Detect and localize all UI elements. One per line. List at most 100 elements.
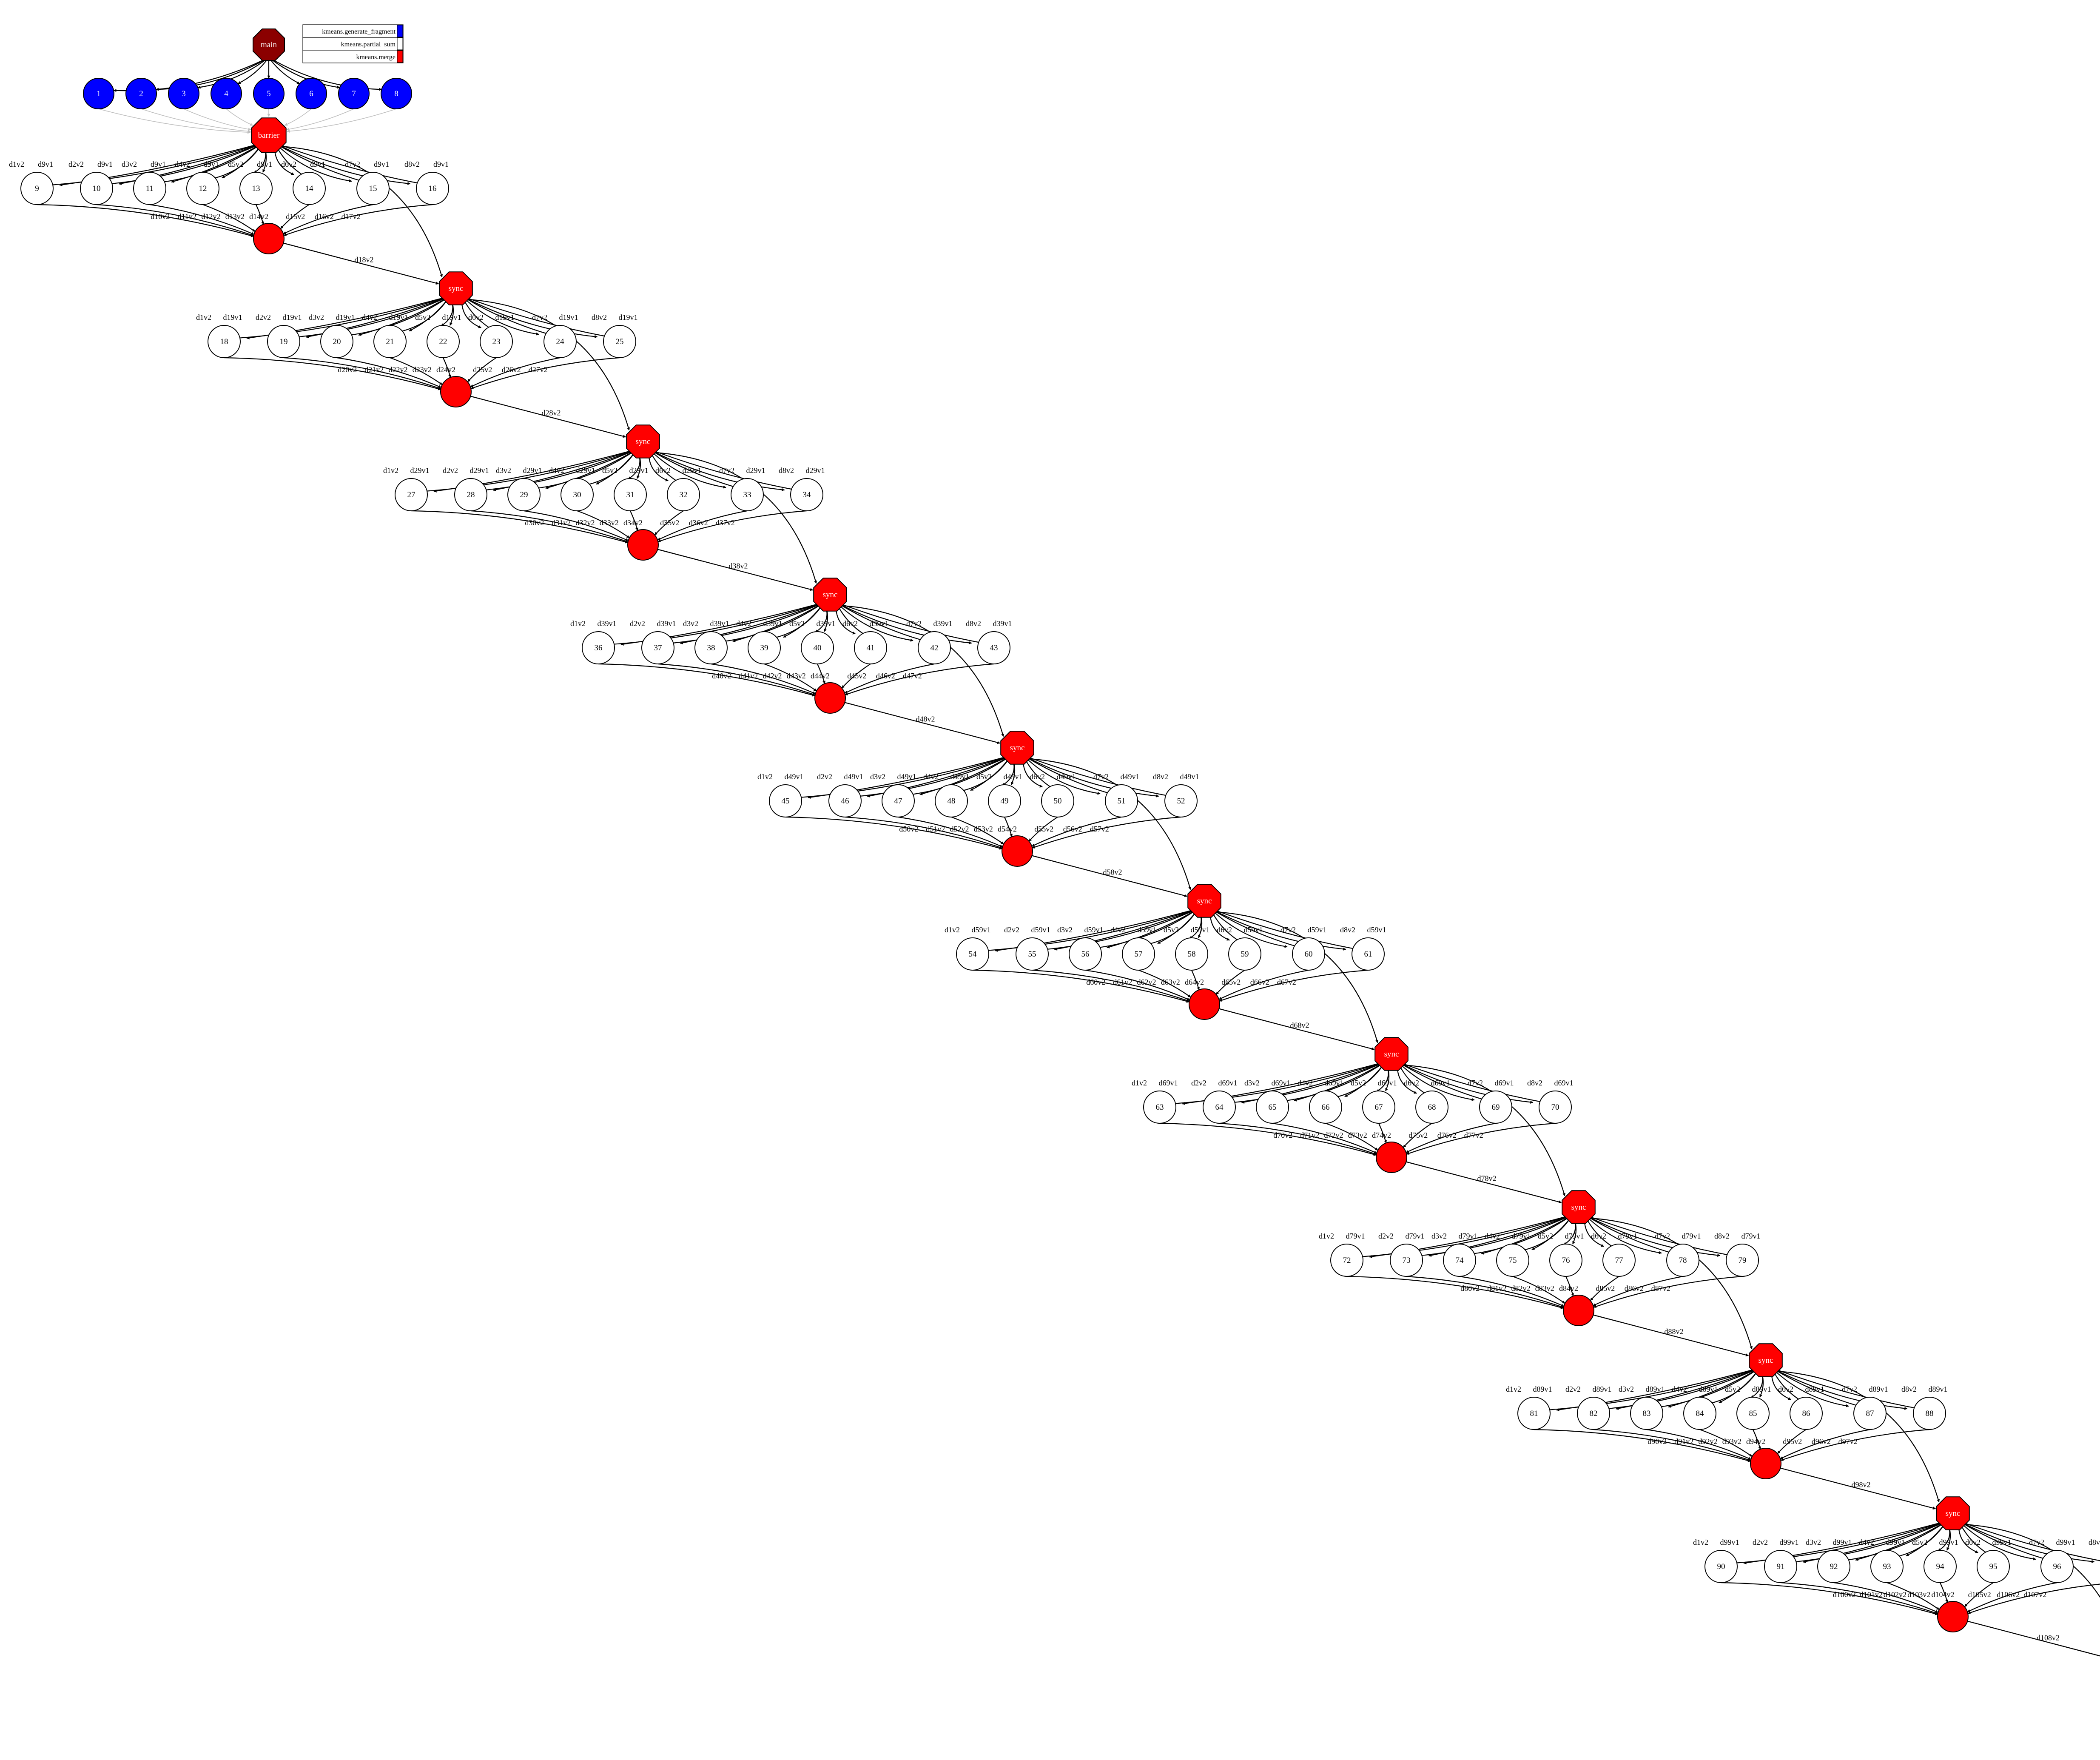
merge-node[interactable] xyxy=(440,376,472,407)
partial-sum-node[interactable] xyxy=(1390,1244,1423,1277)
partial-sum-node[interactable] xyxy=(1496,1244,1529,1277)
generate-fragment-node[interactable] xyxy=(296,78,327,109)
generate-fragment-node[interactable] xyxy=(125,78,157,109)
partial-sum-node[interactable] xyxy=(582,631,615,664)
generate-fragment-node[interactable] xyxy=(253,78,285,109)
sync-node[interactable] xyxy=(439,271,473,305)
partial-sum-node[interactable] xyxy=(293,172,326,205)
partial-sum-node[interactable] xyxy=(801,631,834,664)
sync-node[interactable] xyxy=(1749,1343,1783,1377)
partial-sum-node[interactable] xyxy=(1041,784,1074,817)
partial-sum-node[interactable] xyxy=(935,784,968,817)
partial-sum-node[interactable] xyxy=(956,937,989,971)
partial-sum-node[interactable] xyxy=(2040,1550,2074,1583)
partial-sum-node[interactable] xyxy=(507,478,541,511)
partial-sum-node[interactable] xyxy=(603,325,636,358)
merge-node[interactable] xyxy=(1002,835,1033,867)
partial-sum-node[interactable] xyxy=(543,325,577,358)
partial-sum-node[interactable] xyxy=(1870,1550,1904,1583)
sync-node[interactable] xyxy=(813,578,847,612)
partial-sum-node[interactable] xyxy=(1549,1244,1582,1277)
partial-sum-node[interactable] xyxy=(1790,1397,1823,1430)
partial-sum-node[interactable] xyxy=(133,172,166,205)
partial-sum-node[interactable] xyxy=(395,478,428,511)
partial-sum-node[interactable] xyxy=(416,172,449,205)
partial-sum-node[interactable] xyxy=(694,631,728,664)
partial-sum-node[interactable] xyxy=(731,478,764,511)
partial-sum-node[interactable] xyxy=(1539,1091,1572,1124)
sync-node[interactable] xyxy=(1187,884,1221,918)
partial-sum-node[interactable] xyxy=(1122,937,1155,971)
generate-fragment-node[interactable] xyxy=(168,78,199,109)
partial-sum-node[interactable] xyxy=(80,172,113,205)
sync-node[interactable] xyxy=(1374,1037,1409,1071)
generate-fragment-node[interactable] xyxy=(83,78,114,109)
partial-sum-node[interactable] xyxy=(1666,1244,1699,1277)
merge-node[interactable] xyxy=(814,682,846,714)
partial-sum-node[interactable] xyxy=(1143,1091,1176,1124)
partial-sum-node[interactable] xyxy=(1817,1550,1850,1583)
partial-sum-node[interactable] xyxy=(1443,1244,1476,1277)
sync-node[interactable] xyxy=(1000,731,1034,765)
merge-node[interactable] xyxy=(253,223,285,254)
partial-sum-node[interactable] xyxy=(918,631,951,664)
generate-fragment-node[interactable] xyxy=(338,78,370,109)
merge-node[interactable] xyxy=(627,529,659,561)
partial-sum-node[interactable] xyxy=(641,631,674,664)
partial-sum-node[interactable] xyxy=(239,172,273,205)
partial-sum-node[interactable] xyxy=(1726,1244,1759,1277)
partial-sum-node[interactable] xyxy=(1683,1397,1716,1430)
partial-sum-node[interactable] xyxy=(614,478,647,511)
partial-sum-node[interactable] xyxy=(208,325,241,358)
partial-sum-node[interactable] xyxy=(1517,1397,1551,1430)
partial-sum-node[interactable] xyxy=(828,784,862,817)
partial-sum-node[interactable] xyxy=(1704,1550,1738,1583)
partial-sum-node[interactable] xyxy=(1977,1550,2010,1583)
partial-sum-node[interactable] xyxy=(1415,1091,1448,1124)
partial-sum-node[interactable] xyxy=(1330,1244,1363,1277)
partial-sum-node[interactable] xyxy=(1602,1244,1636,1277)
partial-sum-node[interactable] xyxy=(373,325,407,358)
partial-sum-node[interactable] xyxy=(1228,937,1261,971)
partial-sum-node[interactable] xyxy=(1736,1397,1770,1430)
sync-node[interactable] xyxy=(1936,1496,1970,1530)
partial-sum-node[interactable] xyxy=(1309,1091,1342,1124)
merge-node[interactable] xyxy=(1376,1142,1407,1173)
partial-sum-node[interactable] xyxy=(267,325,300,358)
partial-sum-node[interactable] xyxy=(1175,937,1208,971)
partial-sum-node[interactable] xyxy=(1630,1397,1663,1430)
partial-sum-node[interactable] xyxy=(1764,1550,1797,1583)
partial-sum-node[interactable] xyxy=(988,784,1021,817)
partial-sum-node[interactable] xyxy=(977,631,1010,664)
partial-sum-node[interactable] xyxy=(769,784,802,817)
partial-sum-node[interactable] xyxy=(356,172,390,205)
merge-node[interactable] xyxy=(1189,988,1220,1020)
partial-sum-node[interactable] xyxy=(790,478,823,511)
partial-sum-node[interactable] xyxy=(1203,1091,1236,1124)
partial-sum-node[interactable] xyxy=(1479,1091,1512,1124)
barrier-node[interactable] xyxy=(251,117,287,153)
merge-node[interactable] xyxy=(1750,1448,1781,1479)
partial-sum-node[interactable] xyxy=(1164,784,1198,817)
partial-sum-node[interactable] xyxy=(1577,1397,1610,1430)
partial-sum-node[interactable] xyxy=(1362,1091,1395,1124)
generate-fragment-node[interactable] xyxy=(211,78,242,109)
merge-node[interactable] xyxy=(1937,1601,1969,1632)
partial-sum-node[interactable] xyxy=(1016,937,1049,971)
partial-sum-node[interactable] xyxy=(748,631,781,664)
partial-sum-node[interactable] xyxy=(882,784,915,817)
generate-fragment-node[interactable] xyxy=(381,78,412,109)
merge-node[interactable] xyxy=(1563,1295,1594,1326)
main-node[interactable] xyxy=(253,28,285,61)
partial-sum-node[interactable] xyxy=(1853,1397,1887,1430)
partial-sum-node[interactable] xyxy=(1292,937,1325,971)
partial-sum-node[interactable] xyxy=(1069,937,1102,971)
partial-sum-node[interactable] xyxy=(854,631,887,664)
partial-sum-node[interactable] xyxy=(454,478,487,511)
partial-sum-node[interactable] xyxy=(1352,937,1385,971)
partial-sum-node[interactable] xyxy=(1913,1397,1946,1430)
sync-node[interactable] xyxy=(626,424,660,459)
partial-sum-node[interactable] xyxy=(1105,784,1138,817)
partial-sum-node[interactable] xyxy=(186,172,219,205)
partial-sum-node[interactable] xyxy=(320,325,353,358)
